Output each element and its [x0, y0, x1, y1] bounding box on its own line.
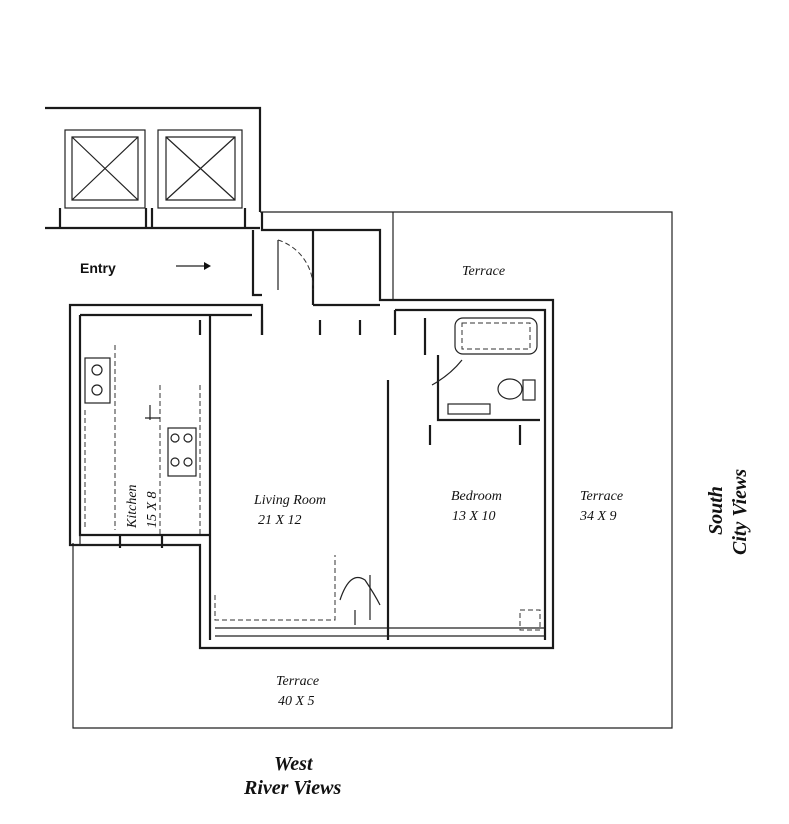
bedroom-label: Bedroom [451, 489, 502, 504]
terrace-boundary [72, 211, 673, 729]
bathroom [423, 317, 540, 445]
vanity [447, 403, 491, 415]
closet-door [339, 576, 381, 606]
terrace-east-label: Terrace [580, 489, 623, 504]
bedroom-size: 13 X 10 [452, 509, 496, 524]
living-room-outline [214, 555, 336, 621]
terrace-south-size: 40 X 5 [278, 694, 315, 709]
kitchen-fixtures [84, 345, 201, 535]
south-view-line2: City Views [729, 469, 751, 555]
bathtub [454, 317, 538, 355]
bath-door [431, 359, 463, 386]
terrace-south-label: Terrace [276, 674, 319, 689]
toilet [497, 378, 523, 400]
elevator-bank [45, 106, 262, 230]
kitchen-label: Kitchen [125, 484, 140, 529]
terrace-east-size: 34 X 9 [579, 509, 617, 524]
toilet-tank [522, 379, 536, 401]
terrace-north-label: Terrace [462, 264, 505, 279]
living-room-label: Living Room [253, 493, 326, 508]
south-view-line1: South [705, 486, 727, 535]
kitchen-size: 15 X 8 [145, 491, 160, 528]
west-view-line1: West [274, 753, 314, 775]
entry-label: Entry [80, 260, 116, 276]
arrow-head-icon [204, 262, 211, 270]
living-room-size: 21 X 12 [258, 513, 302, 528]
west-view-line2: River Views [243, 777, 341, 799]
apartment-walls [68, 212, 555, 650]
entry-door [277, 239, 314, 291]
